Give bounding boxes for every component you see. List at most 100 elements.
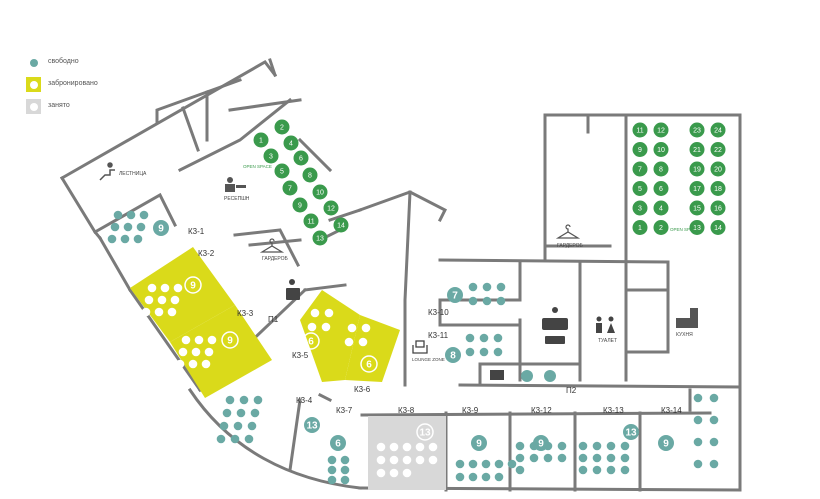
seat-dot[interactable]: [173, 283, 183, 293]
seat-dot[interactable]: [468, 282, 478, 292]
open-space-desk[interactable]: [303, 213, 319, 229]
seat-dot[interactable]: [494, 459, 504, 469]
seat-dot[interactable]: [493, 333, 503, 343]
open-space-desk[interactable]: [312, 230, 328, 246]
room-seat-badge[interactable]: [658, 435, 674, 451]
seat-dot[interactable]: [307, 322, 317, 332]
seat-dot[interactable]: [144, 295, 154, 305]
seat-dot[interactable]: [340, 465, 350, 475]
open-space-desk[interactable]: [632, 161, 648, 177]
seat-dot[interactable]: [310, 308, 320, 318]
seat-dot[interactable]: [515, 465, 525, 475]
seat-dot[interactable]: [110, 222, 120, 232]
open-space-desk[interactable]: [653, 181, 669, 196]
open-space-desk[interactable]: [292, 197, 308, 213]
open-space-desk[interactable]: [653, 200, 669, 216]
seat-dot[interactable]: [123, 222, 133, 232]
seat-dot[interactable]: [709, 437, 719, 447]
seat-dot[interactable]: [327, 465, 337, 475]
open-space-desk[interactable]: [653, 122, 669, 138]
seat-dot[interactable]: [136, 222, 146, 232]
seat-dot[interactable]: [455, 459, 465, 469]
seat-dot[interactable]: [481, 472, 491, 482]
seat-dot[interactable]: [324, 308, 334, 318]
open-space-desk[interactable]: [689, 122, 705, 138]
seat-dot[interactable]: [468, 472, 478, 482]
seat-dot[interactable]: [482, 282, 492, 292]
seat-dot[interactable]: [606, 453, 616, 463]
seat-dot[interactable]: [515, 453, 525, 463]
room-seat-badge[interactable]: [416, 423, 434, 441]
room-seat-badge[interactable]: [360, 355, 378, 373]
seat-dot[interactable]: [709, 415, 719, 425]
seat-dot[interactable]: [194, 335, 204, 345]
seat-dot[interactable]: [592, 465, 602, 475]
room-k3-3-fill[interactable]: [170, 305, 272, 398]
seat-dot[interactable]: [481, 459, 491, 469]
room-seat-badge[interactable]: [302, 332, 320, 350]
seat-dot[interactable]: [693, 393, 703, 403]
seat-dot[interactable]: [107, 234, 117, 244]
open-space-desk[interactable]: [689, 161, 705, 177]
seat-dot[interactable]: [578, 441, 588, 451]
open-space-desk[interactable]: [710, 122, 726, 138]
open-space-desk[interactable]: [689, 142, 705, 157]
seat-dot[interactable]: [113, 210, 123, 220]
seat-dot[interactable]: [592, 441, 602, 451]
seat-dot[interactable]: [620, 453, 630, 463]
room-seat-badge[interactable]: [471, 435, 487, 451]
open-space-desk[interactable]: [632, 220, 648, 235]
seat-dot[interactable]: [428, 455, 438, 465]
seat-dot[interactable]: [578, 453, 588, 463]
seat-dot[interactable]: [606, 465, 616, 475]
seat-dot[interactable]: [141, 307, 151, 317]
seat-dot[interactable]: [493, 347, 503, 357]
room-seat-badge[interactable]: [184, 276, 202, 294]
seat-dot[interactable]: [361, 323, 371, 333]
seat-dot[interactable]: [693, 459, 703, 469]
seat-dot[interactable]: [709, 459, 719, 469]
seat-dot[interactable]: [389, 442, 399, 452]
seat-dot[interactable]: [340, 475, 350, 485]
open-space-desk[interactable]: [323, 200, 339, 216]
room-k3-8-fill[interactable]: [368, 416, 446, 490]
open-space-desk[interactable]: [274, 163, 290, 179]
seat-dot[interactable]: [620, 465, 630, 475]
seat-dot[interactable]: [219, 421, 229, 431]
seat-dot[interactable]: [244, 434, 254, 444]
seat-dot[interactable]: [693, 437, 703, 447]
seat-dot[interactable]: [344, 337, 354, 347]
open-space-desk[interactable]: [283, 135, 299, 151]
open-space-desk[interactable]: [653, 142, 669, 157]
open-space-desk[interactable]: [312, 184, 328, 200]
seat-dot[interactable]: [239, 395, 249, 405]
seat-dot[interactable]: [543, 453, 553, 463]
room-seat-badge[interactable]: [304, 417, 320, 433]
seat-dot[interactable]: [347, 323, 357, 333]
open-space-desk[interactable]: [632, 181, 648, 196]
open-space-desk[interactable]: [282, 180, 298, 196]
room-k3-6-fill[interactable]: [345, 315, 400, 382]
seat-dot[interactable]: [592, 453, 602, 463]
open-space-desk[interactable]: [710, 220, 726, 235]
seat-dot[interactable]: [120, 234, 130, 244]
seat-dot[interactable]: [222, 408, 232, 418]
room-seat-badge[interactable]: [623, 424, 639, 440]
seat-dot[interactable]: [494, 472, 504, 482]
seat-dot[interactable]: [230, 434, 240, 444]
seat-dot[interactable]: [247, 421, 257, 431]
seat-dot[interactable]: [415, 442, 425, 452]
seat-dot[interactable]: [529, 453, 539, 463]
open-space-desk[interactable]: [302, 167, 318, 183]
open-space-desk[interactable]: [710, 200, 726, 216]
seat-dot[interactable]: [465, 347, 475, 357]
open-space-desk[interactable]: [689, 200, 705, 216]
open-space-desk[interactable]: [632, 200, 648, 216]
seat-dot[interactable]: [160, 283, 170, 293]
seat-dot[interactable]: [482, 296, 492, 306]
open-space-desk[interactable]: [632, 122, 648, 138]
room-seat-badge[interactable]: [533, 435, 549, 451]
seat-dot[interactable]: [225, 395, 235, 405]
seat-dot[interactable]: [250, 408, 260, 418]
room-seat-badge[interactable]: [445, 347, 461, 363]
